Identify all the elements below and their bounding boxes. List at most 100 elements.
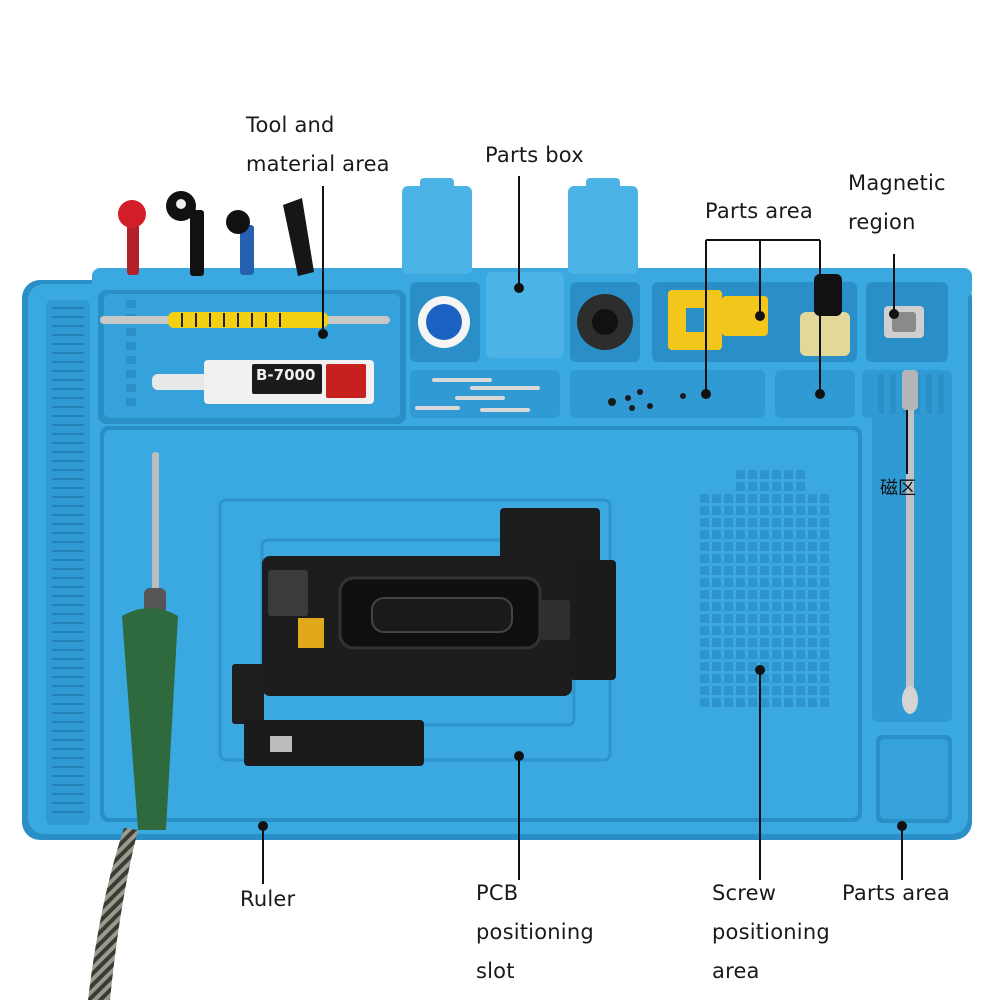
tray-peg xyxy=(126,328,136,336)
grid-cell xyxy=(760,494,769,503)
grid-cell xyxy=(808,638,817,647)
grid-cell xyxy=(748,674,757,683)
label-ruler: Ruler xyxy=(240,887,296,911)
grid-cell xyxy=(820,518,829,527)
grid-cell xyxy=(784,602,793,611)
grid-cell xyxy=(820,578,829,587)
grid-cell xyxy=(700,554,709,563)
grid-cell xyxy=(796,686,805,695)
grid-cell xyxy=(700,590,709,599)
grid-cell xyxy=(748,506,757,515)
grid-cell xyxy=(760,698,769,707)
grid-cell xyxy=(820,602,829,611)
pry-tool xyxy=(100,312,390,328)
grid-cell xyxy=(784,470,793,479)
grid-cell xyxy=(724,686,733,695)
grid-cell xyxy=(820,554,829,563)
grid-cell xyxy=(748,614,757,623)
grid-cell xyxy=(772,614,781,623)
grid-cell xyxy=(724,626,733,635)
grid-cell xyxy=(808,650,817,659)
grid-cell xyxy=(796,650,805,659)
grid-cell xyxy=(784,626,793,635)
grid-cell xyxy=(796,554,805,563)
label-pcb-positioning-slot: PCB positioning slot xyxy=(476,881,594,983)
grid-cell xyxy=(784,530,793,539)
grid-cell xyxy=(700,530,709,539)
grid-cell xyxy=(700,566,709,575)
grid-cell xyxy=(808,686,817,695)
grid-cell xyxy=(748,482,757,491)
grid-cell xyxy=(712,506,721,515)
grid-cell xyxy=(724,530,733,539)
grid-cell xyxy=(760,650,769,659)
grid-cell xyxy=(820,650,829,659)
grid-cell xyxy=(808,530,817,539)
grid-cell xyxy=(724,674,733,683)
grid-cell xyxy=(772,626,781,635)
grid-cell xyxy=(700,650,709,659)
grid-cell xyxy=(760,554,769,563)
grid-cell xyxy=(784,674,793,683)
grid-cell xyxy=(724,506,733,515)
grid-cell xyxy=(724,566,733,575)
grid-cell xyxy=(772,470,781,479)
grid-cell xyxy=(736,542,745,551)
grid-cell xyxy=(820,626,829,635)
grid-cell xyxy=(784,554,793,563)
grid-cell xyxy=(796,566,805,575)
grid-cell xyxy=(820,614,829,623)
grid-cell xyxy=(736,578,745,587)
grid-cell xyxy=(748,494,757,503)
grid-cell xyxy=(820,590,829,599)
grid-cell xyxy=(784,494,793,503)
grid-cell xyxy=(808,614,817,623)
grid-cell xyxy=(724,650,733,659)
grid-cell xyxy=(736,674,745,683)
grid-cell xyxy=(808,494,817,503)
grid-cell xyxy=(808,590,817,599)
grid-cell xyxy=(760,566,769,575)
label-parts-box: Parts box xyxy=(485,143,584,167)
grid-cell xyxy=(820,638,829,647)
grid-cell xyxy=(760,686,769,695)
label-parts-area-top: Parts area xyxy=(705,199,813,223)
grid-cell xyxy=(796,590,805,599)
grid-cell xyxy=(712,530,721,539)
grid-cell xyxy=(772,590,781,599)
grid-cell xyxy=(760,590,769,599)
grid-cell xyxy=(736,614,745,623)
grid-cell xyxy=(736,530,745,539)
grid-cell xyxy=(700,518,709,527)
grid-cell xyxy=(748,626,757,635)
grid-cell xyxy=(772,662,781,671)
grid-cell xyxy=(712,686,721,695)
grid-cell xyxy=(784,506,793,515)
grid-cell xyxy=(712,614,721,623)
grid-cell xyxy=(808,554,817,563)
grid-cell xyxy=(748,566,757,575)
grid-cell xyxy=(736,506,745,515)
column-ridge xyxy=(938,374,944,414)
grid-cell xyxy=(784,578,793,587)
grid-cell xyxy=(700,602,709,611)
grid-cell xyxy=(808,506,817,515)
callout-lines xyxy=(258,176,908,884)
grid-cell xyxy=(760,626,769,635)
grid-cell xyxy=(784,614,793,623)
grid-cell xyxy=(748,554,757,563)
grid-cell xyxy=(700,494,709,503)
grid-cell xyxy=(760,638,769,647)
grid-cell xyxy=(772,506,781,515)
grid-cell xyxy=(772,686,781,695)
grid-cell xyxy=(796,518,805,527)
grid-cell xyxy=(820,506,829,515)
grid-cell xyxy=(772,542,781,551)
grid-cell xyxy=(772,530,781,539)
grid-cell xyxy=(772,518,781,527)
grid-cell xyxy=(772,482,781,491)
grid-cell xyxy=(784,542,793,551)
grid-cell xyxy=(772,638,781,647)
grid-cell xyxy=(760,506,769,515)
